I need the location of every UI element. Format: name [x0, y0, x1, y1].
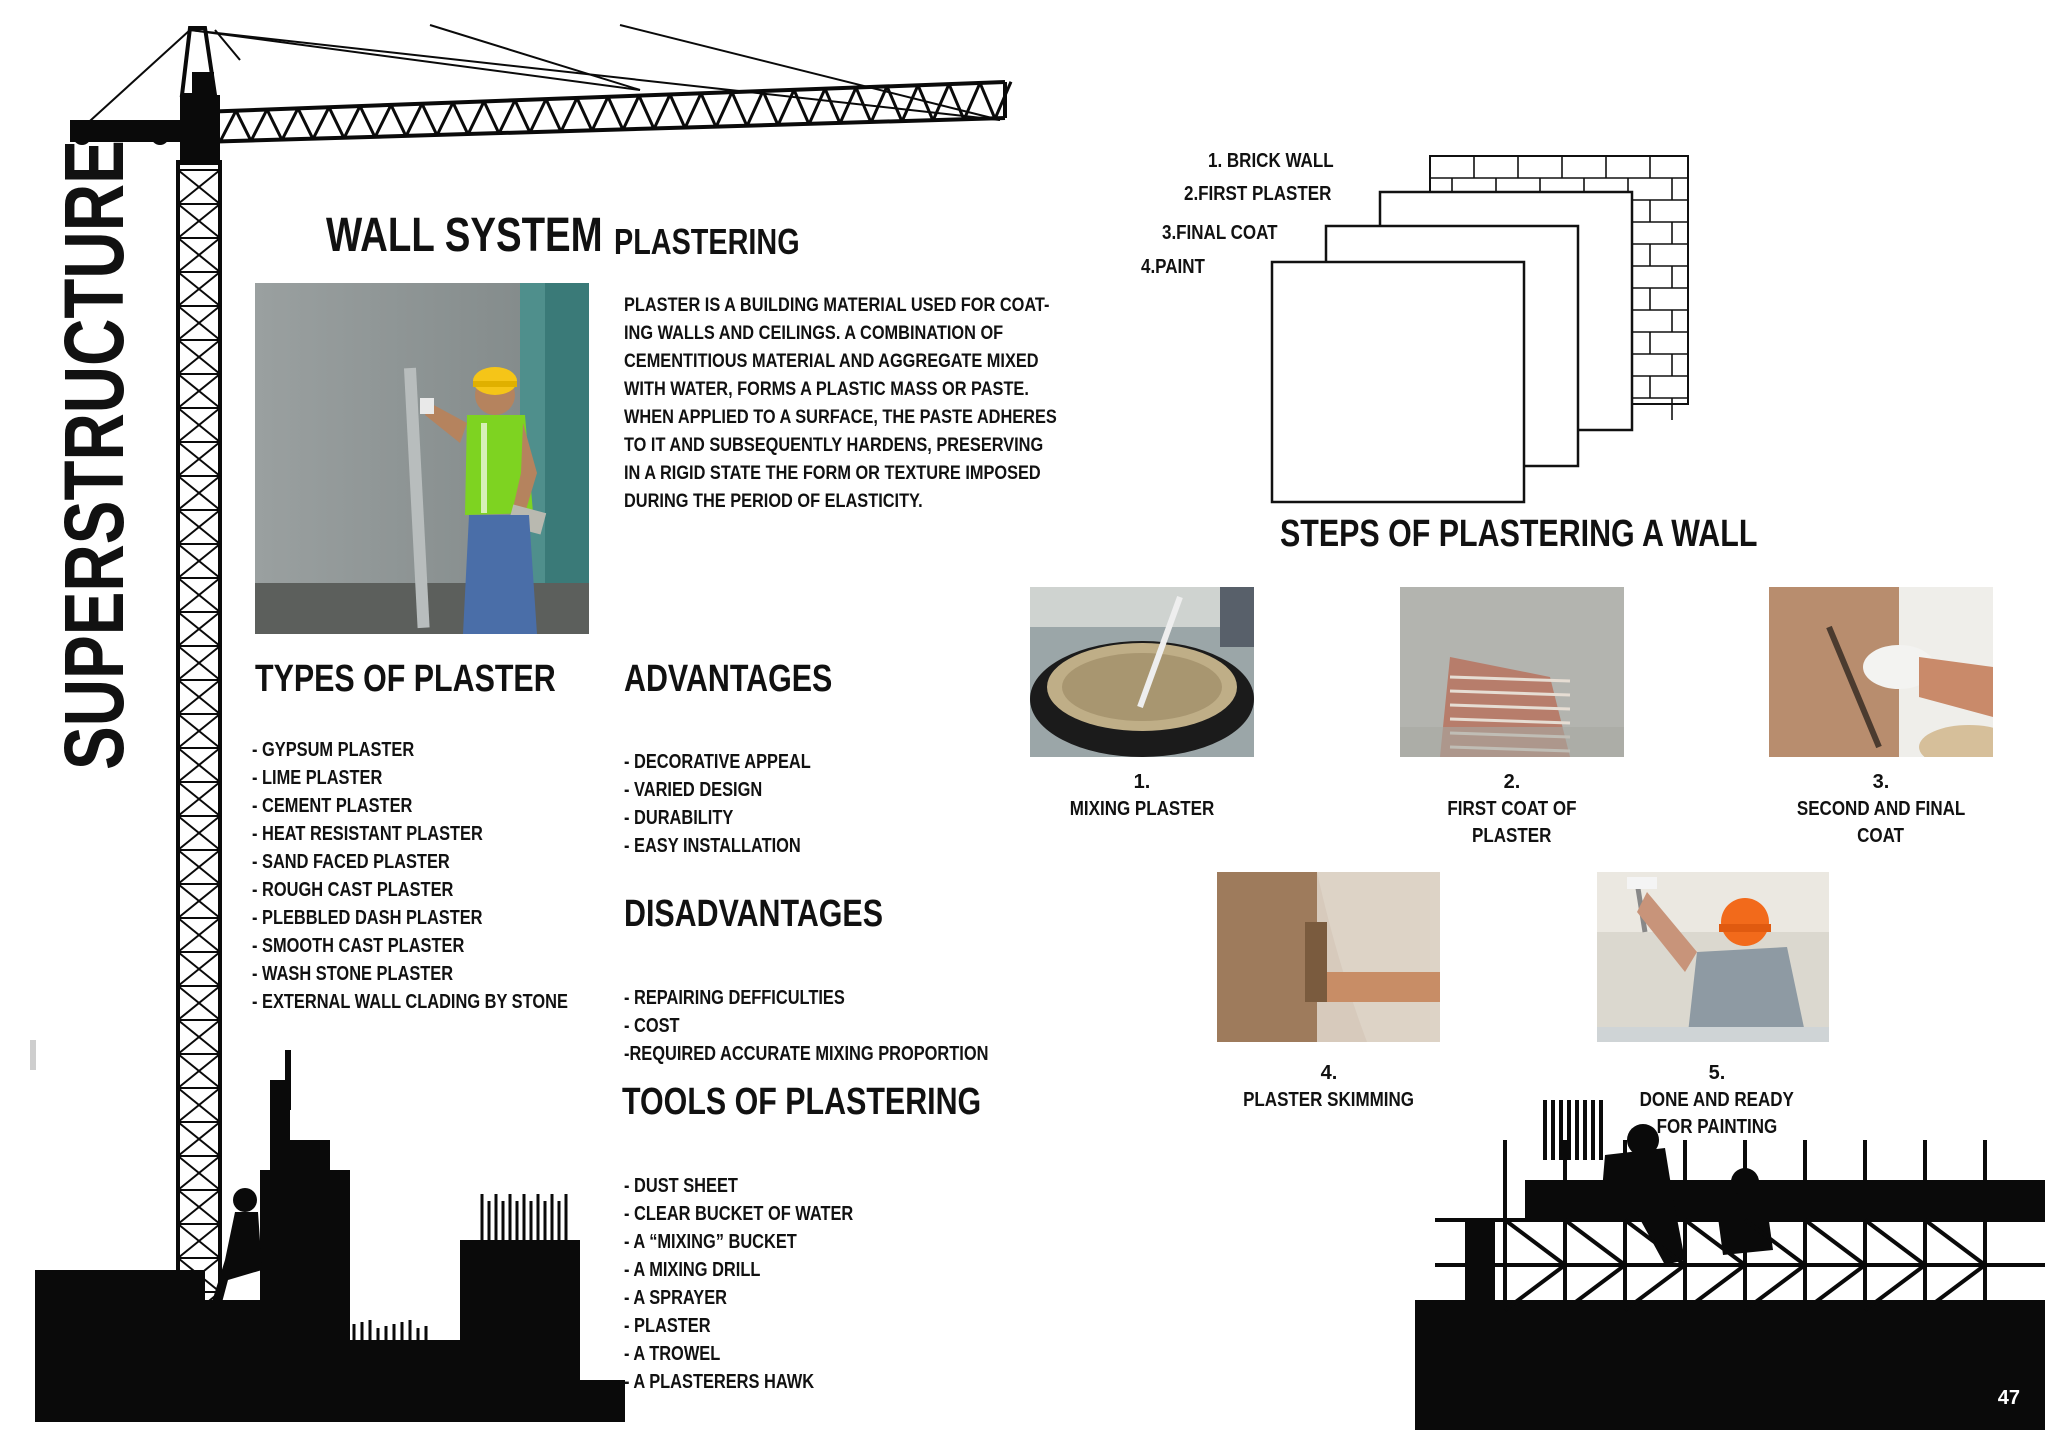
tools-list: - DUST SHEET - CLEAR BUCKET OF WATER - A… [624, 1172, 904, 1396]
step-caption: 5. DONE AND READY FOR PAINTING [1639, 1062, 1795, 1138]
disadvantages-heading: DISADVANTAGES [624, 893, 883, 935]
page-number: 47 [1997, 1387, 2020, 1409]
types-list: - GYPSUM PLASTER - LIME PLASTER - CEMENT… [252, 736, 637, 1016]
intro-paragraph: PLASTER IS A BUILDING MATERIAL USED FOR … [624, 292, 1094, 516]
intro-line: IN A RIGID STATE THE FORM OR TEXTURE IMP… [624, 463, 1041, 484]
intro-line: DURING THE PERIOD OF ELASTICITY. [624, 491, 923, 512]
page-title-main: WALL SYSTEM [326, 209, 603, 262]
step-caption: 2. FIRST COAT OF PLASTER [1447, 771, 1577, 847]
list-item: - VARIED DESIGN [624, 779, 763, 801]
list-item: - A MIXING DRILL [624, 1259, 761, 1281]
vertical-section-title: SUPERSTRUCTURE [47, 140, 141, 770]
layer-label-paint: 4.PAINT [1141, 256, 1205, 278]
page-title: WALL SYSTEM [326, 212, 672, 260]
list-item: - A “MIXING” BUCKET [624, 1231, 797, 1253]
step-photo-first-coat [1400, 587, 1624, 757]
steps-heading: STEPS OF PLASTERING A WALL [1280, 513, 1758, 555]
list-item: - COST [624, 1015, 680, 1037]
list-item: -REQUIRED ACCURATE MIXING PROPORTION [624, 1043, 989, 1065]
list-item: - A PLASTERERS HAWK [624, 1371, 815, 1393]
list-item: - REPAIRING DEFFICULTIES [624, 987, 845, 1009]
list-item: - SAND FACED PLASTER [252, 851, 450, 873]
list-item: - A SPRAYER [624, 1287, 727, 1309]
layer-label-first-plaster: 2.FIRST PLASTER [1184, 183, 1332, 205]
step-caption: 1. MIXING PLASTER [1069, 771, 1215, 820]
list-item: - PLEBBLED DASH PLASTER [252, 907, 483, 929]
list-item: - LIME PLASTER [252, 767, 383, 789]
list-item: - DECORATIVE APPEAL [624, 751, 811, 773]
intro-line: WITH WATER, FORMS A PLASTIC MASS OR PAST… [624, 379, 1029, 400]
list-item: - EASY INSTALLATION [624, 835, 801, 857]
step-photo-skimming [1217, 872, 1440, 1042]
list-item: - HEAT RESISTANT PLASTER [252, 823, 483, 845]
list-item: - DURABILITY [624, 807, 734, 829]
step-photo-painting [1597, 872, 1829, 1042]
list-item: - EXTERNAL WALL CLADING BY STONE [252, 991, 568, 1013]
layer-label-brick: 1. BRICK WALL [1208, 150, 1334, 172]
intro-line: WHEN APPLIED TO A SURFACE, THE PASTE ADH… [624, 407, 1057, 428]
tools-heading: TOOLS OF PLASTERING [622, 1081, 982, 1123]
scaffold-workers-silhouette [1415, 1100, 2045, 1430]
intro-line: ING WALLS AND CEILINGS. A COMBINATION OF [624, 323, 1004, 344]
city-skyline-silhouette [30, 1040, 625, 1422]
page-subtitle: PLASTERING [614, 224, 846, 260]
layer-label-final-coat: 3.FINAL COAT [1162, 222, 1278, 244]
step-photo-mixing [1030, 587, 1254, 757]
types-heading: TYPES OF PLASTER [255, 658, 556, 700]
disadvantages-list: - REPAIRING DEFFICULTIES - COST -REQUIRE… [624, 984, 1068, 1068]
step-caption: 4. PLASTER SKIMMING [1243, 1062, 1415, 1111]
list-item: - GYPSUM PLASTER [252, 739, 415, 761]
advantages-list: - DECORATIVE APPEAL - VARIED DESIGN - DU… [624, 748, 852, 860]
wall-layers-diagram [1270, 155, 1689, 504]
list-item: - ROUGH CAST PLASTER [252, 879, 454, 901]
intro-line: CEMENTITIOUS MATERIAL AND AGGREGATE MIXE… [624, 351, 1039, 372]
list-item: - PLASTER [624, 1315, 711, 1337]
list-item: - SMOOTH CAST PLASTER [252, 935, 465, 957]
list-item: - WASH STONE PLASTER [252, 963, 454, 985]
list-item: - CEMENT PLASTER [252, 795, 413, 817]
list-item: - CLEAR BUCKET OF WATER [624, 1203, 854, 1225]
step-caption: 3. SECOND AND FINAL COAT [1796, 771, 1966, 847]
list-item: - A TROWEL [624, 1343, 721, 1365]
page-title-sub: PLASTERING [614, 221, 800, 262]
plasterer-photo [255, 283, 589, 634]
intro-line: TO IT AND SUBSEQUENTLY HARDENS, PRESERVI… [624, 435, 1044, 456]
list-item: - DUST SHEET [624, 1175, 738, 1197]
intro-line: PLASTER IS A BUILDING MATERIAL USED FOR … [624, 295, 1050, 316]
advantages-heading: ADVANTAGES [624, 658, 833, 700]
step-photo-final-coat [1769, 587, 1993, 757]
